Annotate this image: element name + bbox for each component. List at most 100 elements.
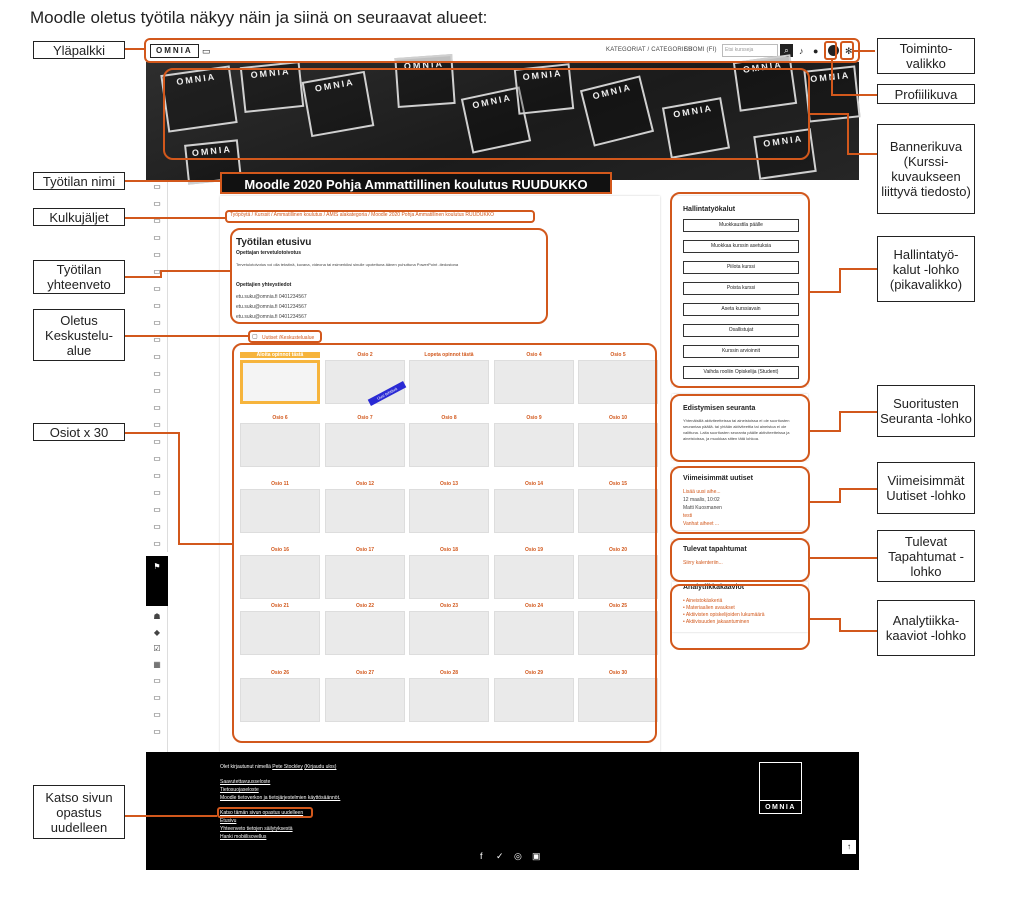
folder-icon[interactable]: ▭ xyxy=(153,505,161,514)
bell-icon[interactable]: ♪ xyxy=(799,46,804,56)
analytics-link[interactable]: • Aineistokäskeriä xyxy=(683,598,723,604)
home-link[interactable]: Etusivu xyxy=(220,818,237,824)
forum-icon[interactable]: ▢ xyxy=(252,334,258,340)
search-icon[interactable]: ⌕ xyxy=(780,44,793,57)
section-card[interactable] xyxy=(494,489,574,533)
section-title[interactable]: Osio 8 xyxy=(441,415,457,421)
section-title[interactable]: Osio 19 xyxy=(524,547,544,553)
folder-icon[interactable]: ▭ xyxy=(153,539,161,548)
rules-link[interactable]: Moodle tietoverkon ja tietojärjestelmien… xyxy=(220,795,341,801)
section-title[interactable]: Osio 17 xyxy=(355,547,375,553)
folder-icon[interactable]: ▭ xyxy=(153,420,161,429)
section-title[interactable]: Osio 20 xyxy=(608,547,628,553)
news-item-link[interactable]: testi xyxy=(683,513,693,519)
admin-button[interactable]: Poista kurssi xyxy=(683,282,799,295)
accessibility-link[interactable]: Saavutettavuusseloste xyxy=(220,779,271,785)
section-card[interactable] xyxy=(325,360,405,404)
section-card[interactable] xyxy=(578,423,658,467)
folder-icon[interactable]: ▭ xyxy=(153,250,161,259)
section-title[interactable]: Osio 15 xyxy=(608,481,628,487)
section-title[interactable]: Osio 7 xyxy=(357,415,373,421)
users-icon[interactable]: ☗ xyxy=(153,612,161,621)
section-card[interactable] xyxy=(494,423,574,467)
section-title[interactable]: Osio 22 xyxy=(355,603,375,609)
book-icon[interactable]: ▭ xyxy=(202,46,211,56)
categories-menu[interactable]: KATEGORIAT / CATEGORIES xyxy=(606,47,693,53)
section-title[interactable]: Aloita opinnot tästä xyxy=(240,352,320,358)
grid-icon[interactable]: ▦ xyxy=(153,660,161,669)
data-retention-link[interactable]: Yhteenveto tietojen säilytyksestä xyxy=(220,826,293,832)
shield-icon[interactable]: ◆ xyxy=(153,628,161,637)
section-card[interactable] xyxy=(494,611,574,655)
facebook-icon[interactable]: f xyxy=(480,851,483,861)
section-title[interactable]: Osio 9 xyxy=(526,415,542,421)
analytics-link[interactable]: • Materiaalien avaukset xyxy=(683,605,735,611)
section-card[interactable] xyxy=(409,555,489,599)
folder-icon[interactable]: ▭ xyxy=(153,182,161,191)
breadcrumb[interactable]: Työpöytä / Kurssit / Ammatillinen koulut… xyxy=(230,212,495,218)
folder-icon[interactable]: ▭ xyxy=(153,352,161,361)
section-card[interactable] xyxy=(409,611,489,655)
section-card[interactable] xyxy=(409,360,489,404)
section-title[interactable]: Lopeta opinnot tästä xyxy=(424,352,474,358)
folder-icon[interactable]: ▭ xyxy=(153,369,161,378)
news-add-link[interactable]: Lisää uusi aihe... xyxy=(683,489,721,495)
section-card[interactable] xyxy=(325,489,405,533)
folder-icon[interactable]: ▭ xyxy=(153,267,161,276)
section-card[interactable] xyxy=(325,555,405,599)
section-title[interactable]: Osio 27 xyxy=(355,670,375,676)
search-input[interactable]: Etsi kursseja xyxy=(722,44,778,57)
logout-link[interactable]: (Kirjaudu ulos) xyxy=(304,764,337,770)
section-title[interactable]: Osio 14 xyxy=(524,481,544,487)
privacy-link[interactable]: Tietosuojaseloste xyxy=(220,787,259,793)
folder-icon[interactable]: ▭ xyxy=(153,216,161,225)
section-card[interactable] xyxy=(409,423,489,467)
folder-icon[interactable]: ▭ xyxy=(153,318,161,327)
section-title[interactable]: Osio 5 xyxy=(610,352,626,358)
news-older-link[interactable]: Vanhat aiheet ... xyxy=(683,521,720,527)
section-title[interactable]: Osio 21 xyxy=(270,603,290,609)
folder-icon[interactable]: ▭ xyxy=(153,301,161,310)
folder-icon[interactable]: ▭ xyxy=(153,471,161,480)
section-card[interactable] xyxy=(578,555,658,599)
section-title[interactable]: Osio 28 xyxy=(439,670,459,676)
gear-icon[interactable]: ✻ xyxy=(845,46,853,56)
check-icon[interactable]: ☑ xyxy=(153,644,161,653)
section-card[interactable] xyxy=(240,489,320,533)
folder-icon[interactable]: ▭ xyxy=(153,454,161,463)
section-card[interactable] xyxy=(325,678,405,722)
admin-button[interactable]: Piilota kurssi xyxy=(683,261,799,274)
section-card[interactable] xyxy=(578,360,658,404)
folder-icon[interactable]: ▭ xyxy=(153,199,161,208)
forum-link[interactable]: Uutiset /Keskustelualue xyxy=(262,335,315,341)
folder-icon[interactable]: ▭ xyxy=(153,233,161,242)
admin-button[interactable]: Kurssin arvioinnit xyxy=(683,345,799,358)
section-card[interactable] xyxy=(578,678,658,722)
section-card[interactable] xyxy=(578,489,658,533)
folder-icon[interactable]: ▭ xyxy=(153,403,161,412)
section-title[interactable]: Osio 29 xyxy=(524,670,544,676)
flag-icon[interactable]: ⚑ xyxy=(153,562,161,571)
section-title[interactable]: Osio 6 xyxy=(272,415,288,421)
back-to-top-button[interactable]: ↑ xyxy=(842,840,856,854)
section-title[interactable]: Osio 2 xyxy=(357,352,373,358)
tour-link[interactable]: Katso tämän sivun opastus uudelleen xyxy=(220,810,304,816)
section-title[interactable]: Osio 25 xyxy=(608,603,628,609)
admin-button[interactable]: Vaihda rooliin Opiskelija (Student) xyxy=(683,366,799,379)
analytics-link[interactable]: • Aktiivisten opiskelijoiden lukumäärä xyxy=(683,612,765,618)
calendar-link[interactable]: Siirry kalenteriin... xyxy=(683,560,723,566)
folder-icon[interactable]: ▭ xyxy=(153,488,161,497)
section-title[interactable]: Osio 11 xyxy=(271,481,289,487)
analytics-link[interactable]: • Aktiivisuuden jakaantuminen xyxy=(683,619,750,625)
language-menu[interactable]: SUOMI (FI) xyxy=(684,47,717,53)
omnia-logo[interactable]: OMNIA xyxy=(150,44,199,58)
section-card[interactable] xyxy=(325,423,405,467)
section-card[interactable] xyxy=(409,678,489,722)
section-title[interactable]: Osio 4 xyxy=(526,352,542,358)
section-title[interactable]: Osio 18 xyxy=(439,547,459,553)
section-title[interactable]: Osio 26 xyxy=(270,670,290,676)
section-card[interactable] xyxy=(240,678,320,722)
admin-button[interactable]: Muokkaustila päälle xyxy=(683,219,799,232)
instagram-icon[interactable]: ◎ xyxy=(514,851,522,861)
section-title[interactable]: Osio 23 xyxy=(439,603,459,609)
